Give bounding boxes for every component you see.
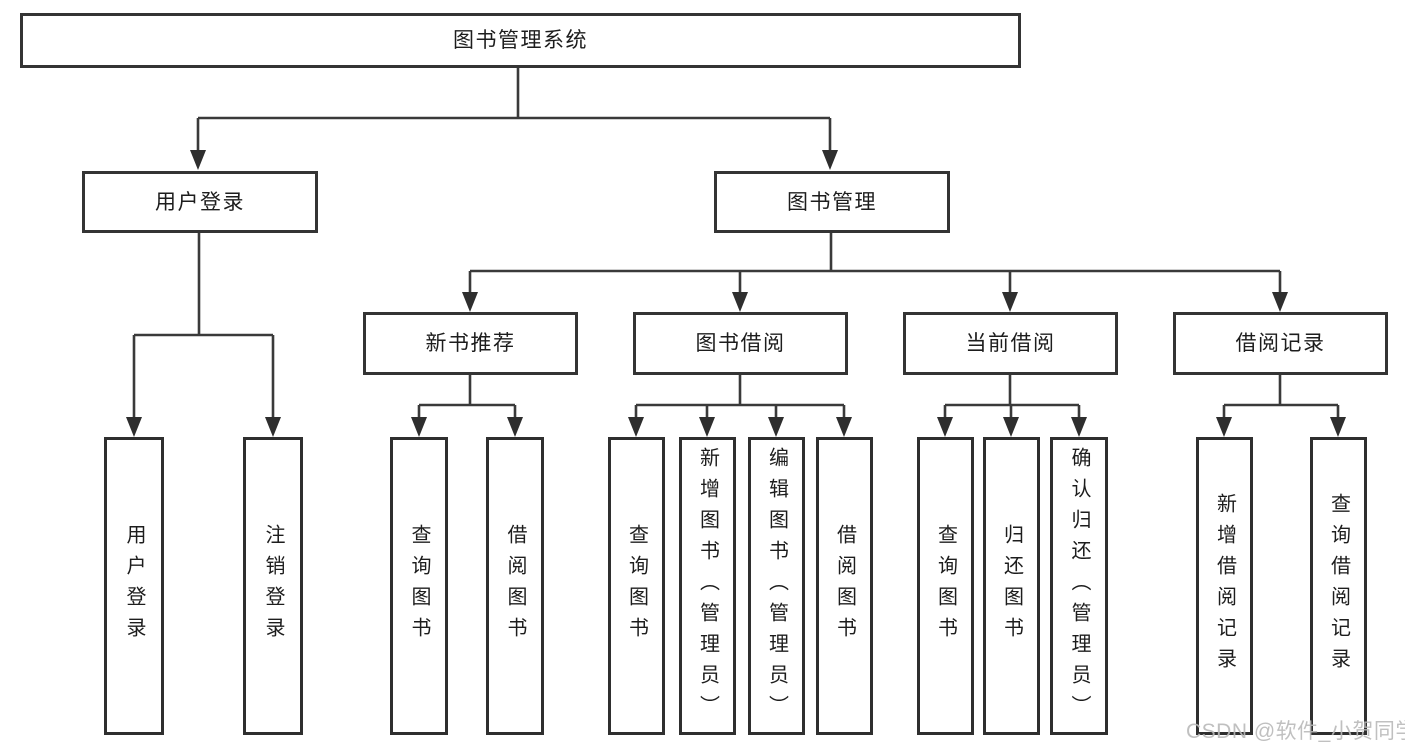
leaf-query-books-recommend: 查询图书 [390,437,448,735]
leaf-user-login: 用户登录 [104,437,164,735]
arrowhead-icons [126,150,1346,437]
node-new-book-recommend: 新书推荐 [363,312,578,375]
leaf-borrow-books: 借阅图书 [816,437,873,735]
leaf-add-book-admin: 新增图书（管理员） [679,437,736,735]
leaf-query-borrow-record: 查询借阅记录 [1310,437,1367,735]
leaf-confirm-return-admin: 确认归还（管理员） [1050,437,1108,735]
node-borrowing-records: 借阅记录 [1173,312,1388,375]
node-current-borrowing: 当前借阅 [903,312,1118,375]
connector-path [132,68,1340,421]
leaf-edit-book-admin: 编辑图书（管理员） [748,437,805,735]
leaf-add-borrow-record: 新增借阅记录 [1196,437,1253,735]
watermark-text: CSDN @软件_小贺同学 [1186,720,1405,743]
leaf-query-books-current: 查询图书 [917,437,974,735]
leaf-borrow-books-recommend: 借阅图书 [486,437,544,735]
leaf-logout: 注销登录 [243,437,303,735]
leaf-return-book: 归还图书 [983,437,1040,735]
leaf-query-books-borrowing: 查询图书 [608,437,665,735]
node-user-login-branch: 用户登录 [82,171,318,233]
node-book-borrowing: 图书借阅 [633,312,848,375]
node-root: 图书管理系统 [20,13,1021,68]
node-book-mgmt-branch: 图书管理 [714,171,950,233]
